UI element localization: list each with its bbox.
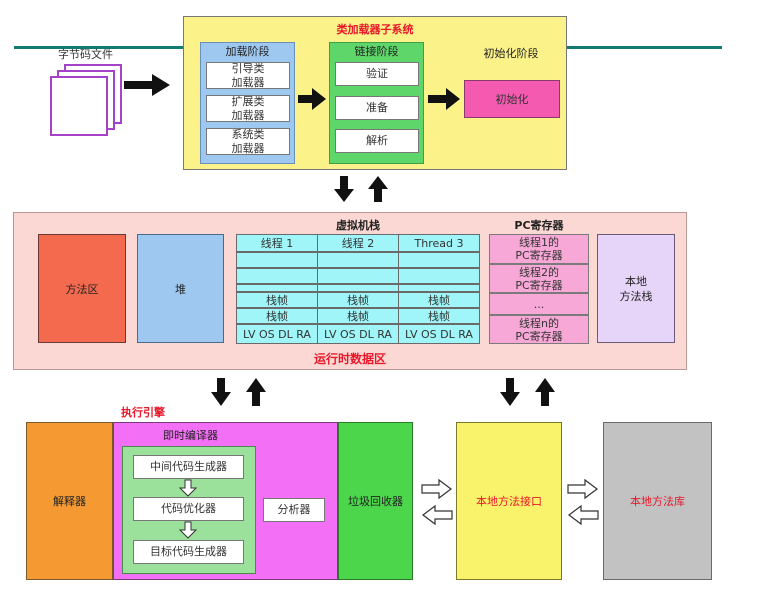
- arrow-down-icon: [178, 479, 198, 497]
- arrow-right-icon: [421, 478, 452, 500]
- native-method-stack: 本地 方法栈: [597, 234, 675, 343]
- arrow-right-icon: [567, 478, 598, 500]
- stack-cell: [317, 268, 399, 284]
- pc-register-item: 线程2的 PC寄存器: [489, 264, 589, 293]
- frame-cell: 栈帧: [236, 292, 318, 308]
- arrow-left-icon: [422, 504, 453, 526]
- thread-2-header: 线程 2: [317, 234, 399, 252]
- class-loader-title: 类加载器子系统: [336, 23, 414, 36]
- locals-cell: LV OS DL RA: [398, 324, 480, 344]
- jit-compiler-title: 即时编译器: [163, 429, 218, 442]
- arrow-down-icon: [334, 176, 354, 202]
- stack-cell: [236, 268, 318, 284]
- bootstrap-loader: 引导类 加载器: [206, 62, 290, 89]
- locals-cell: LV OS DL RA: [236, 324, 318, 344]
- native-method-interface: 本地方法接口: [456, 422, 562, 580]
- arrow-left-icon: [568, 504, 599, 526]
- locals-cell: LV OS DL RA: [317, 324, 399, 344]
- frame-cell: 栈帧: [317, 308, 399, 324]
- verify-step: 验证: [335, 62, 419, 86]
- arrow-right-icon: [124, 74, 170, 96]
- linking-phase-title: 链接阶段: [354, 45, 399, 58]
- thread-3-header: Thread 3: [398, 234, 480, 252]
- arrow-down-icon: [211, 378, 231, 406]
- pc-register-title: PC寄存器: [514, 219, 564, 232]
- code-optimizer: 代码优化器: [133, 497, 244, 521]
- pc-register-item: 线程1的 PC寄存器: [489, 234, 589, 264]
- heap: 堆: [137, 234, 224, 343]
- arrow-up-icon: [246, 378, 266, 406]
- stack-cell: [317, 284, 399, 292]
- pc-register-item: 线程n的 PC寄存器: [489, 315, 589, 344]
- stack-cell: [398, 252, 480, 268]
- garbage-collector: 垃圾回收器: [338, 422, 413, 580]
- analyzer: 分析器: [263, 498, 325, 522]
- target-code-generator: 目标代码生成器: [133, 540, 244, 564]
- frame-cell: 栈帧: [398, 308, 480, 324]
- stack-cell: [398, 268, 480, 284]
- init-step: 初始化: [464, 80, 560, 118]
- arrow-right-icon: [428, 88, 460, 110]
- stack-cell: [398, 284, 480, 292]
- arrow-down-icon: [500, 378, 520, 406]
- arrow-right-icon: [298, 88, 326, 110]
- system-loader: 系统类 加载器: [206, 128, 290, 155]
- extension-loader: 扩展类 加载器: [206, 95, 290, 122]
- arrow-up-icon: [535, 378, 555, 406]
- pc-register-item: ...: [489, 293, 589, 315]
- frame-cell: 栈帧: [236, 308, 318, 324]
- loading-phase-title: 加载阶段: [225, 45, 270, 58]
- pc-register: 线程1的 PC寄存器 线程2的 PC寄存器 ... 线程n的 PC寄存器: [489, 234, 589, 344]
- stack-cell: [236, 284, 318, 292]
- stack-cell: [317, 252, 399, 268]
- bytecode-label: 字节码文件: [58, 48, 113, 61]
- bytecode-file-icon: [50, 60, 130, 140]
- arrow-up-icon: [368, 176, 388, 202]
- runtime-data-title: 运行时数据区: [313, 351, 386, 366]
- native-method-library: 本地方法库: [603, 422, 712, 580]
- stack-cell: [236, 252, 318, 268]
- thread-1-header: 线程 1: [236, 234, 318, 252]
- vm-stack: 线程 1 栈帧 栈帧 LV OS DL RA 线程 2 栈帧 栈帧 LV OS …: [236, 234, 480, 344]
- vm-stack-title: 虚拟机栈: [336, 219, 380, 232]
- interpreter: 解释器: [26, 422, 113, 580]
- intermediate-code-generator: 中间代码生成器: [133, 455, 244, 479]
- init-phase-title: 初始化阶段: [483, 47, 539, 60]
- prepare-step: 准备: [335, 96, 419, 120]
- method-area: 方法区: [38, 234, 126, 343]
- arrow-down-icon: [178, 521, 198, 539]
- frame-cell: 栈帧: [398, 292, 480, 308]
- resolve-step: 解析: [335, 129, 419, 153]
- frame-cell: 栈帧: [317, 292, 399, 308]
- execution-engine-title: 执行引擎: [121, 406, 165, 419]
